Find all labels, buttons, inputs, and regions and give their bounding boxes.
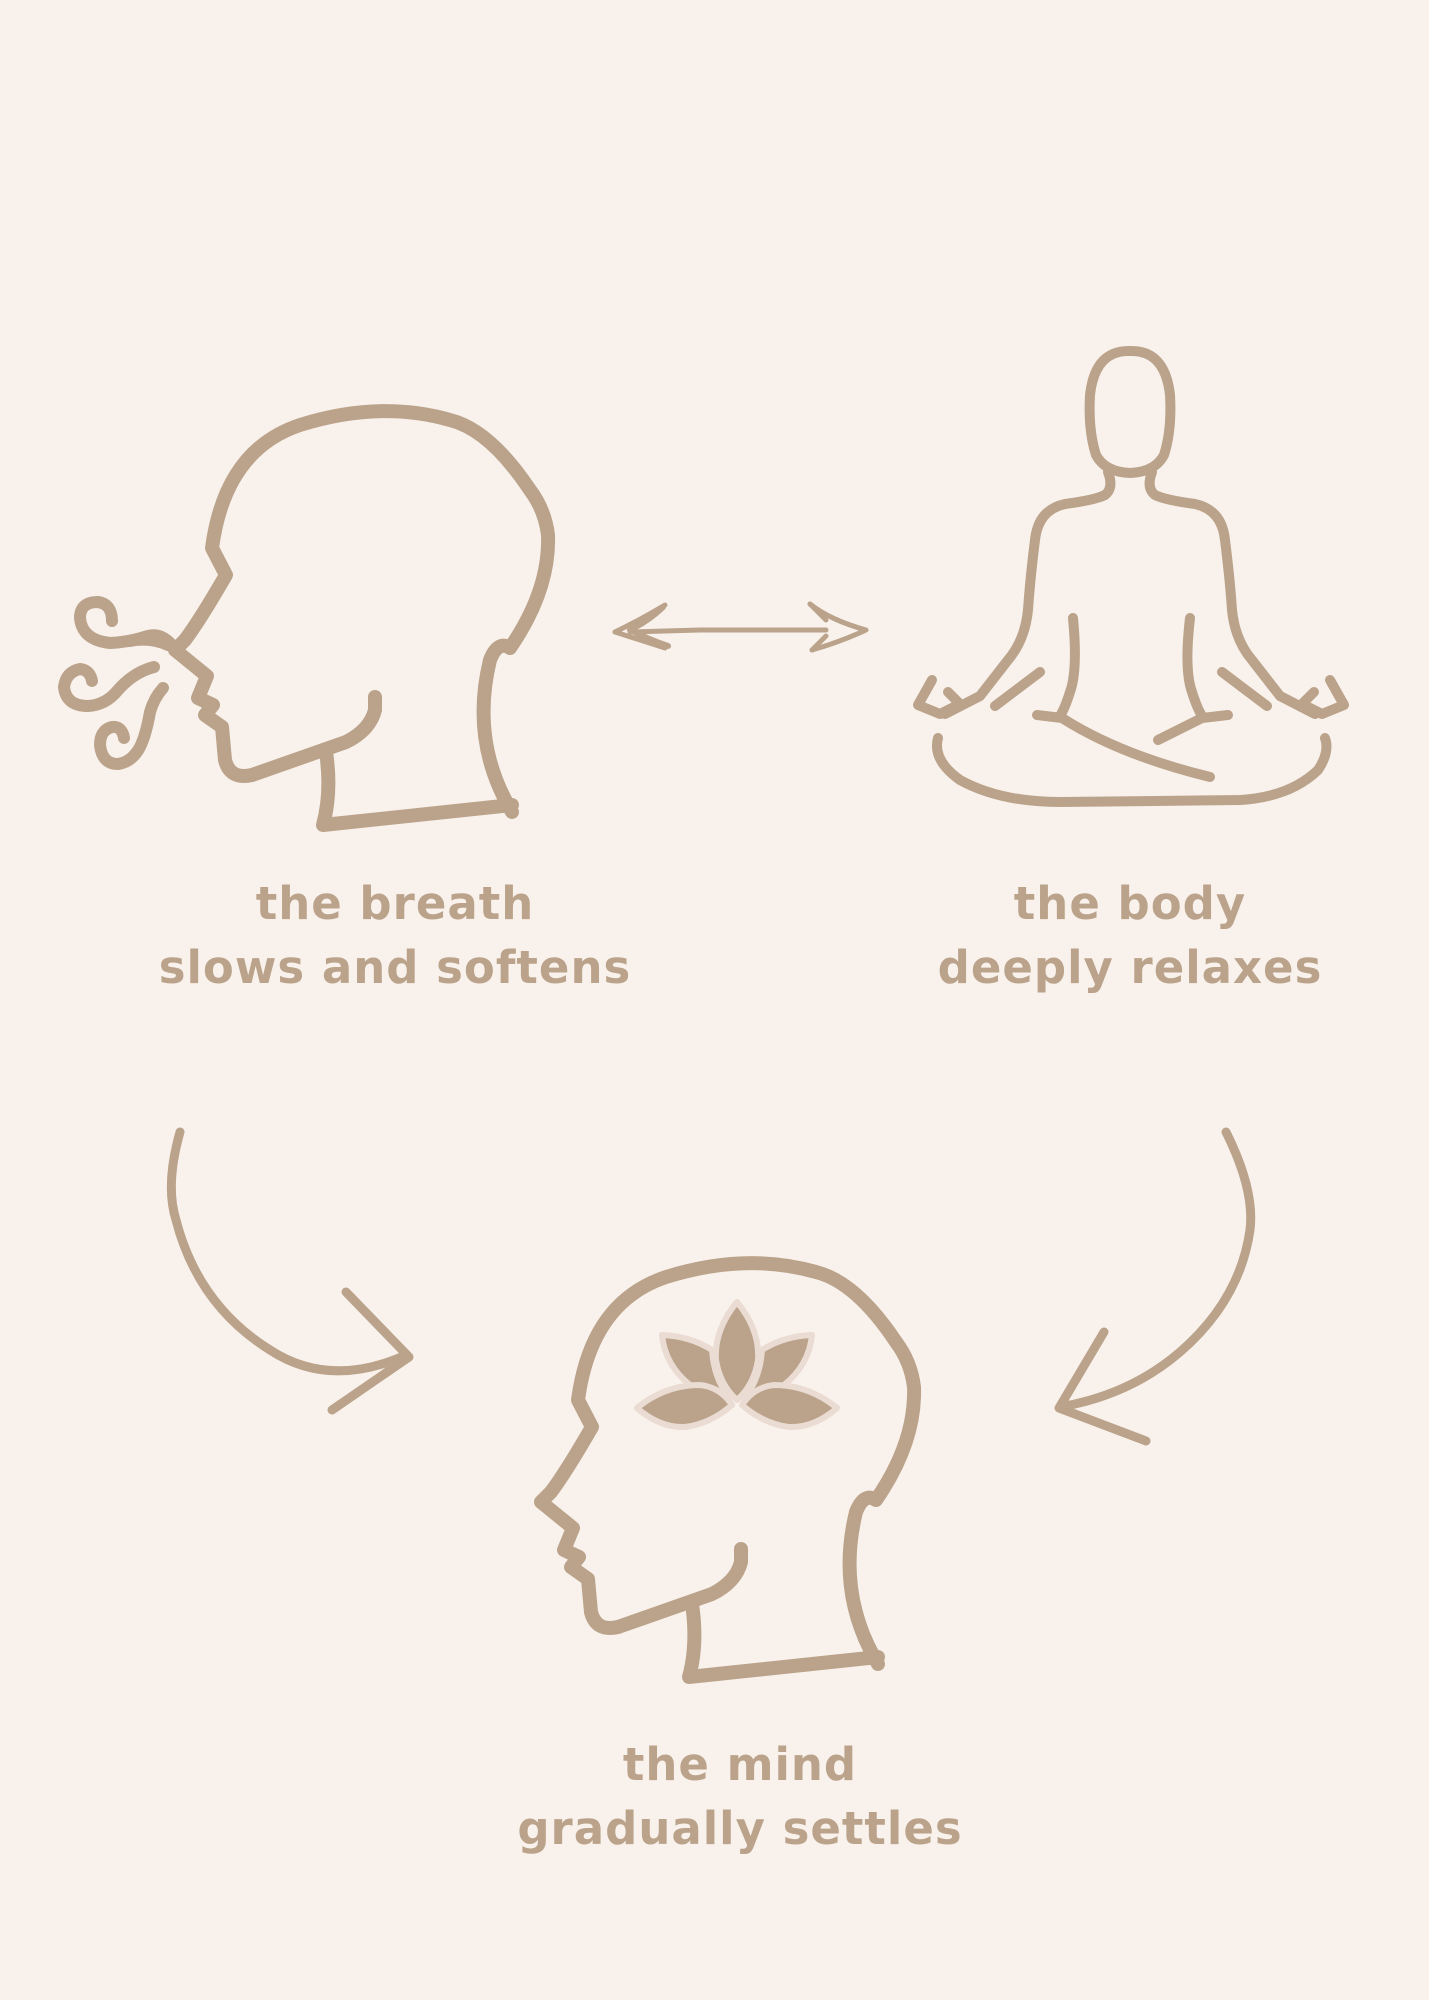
double-headed-arrow — [612, 601, 869, 653]
lotus-icon — [634, 1299, 840, 1431]
breath-caption: the breath slows and softens — [150, 872, 640, 1000]
meditation-pose-icon — [913, 345, 1349, 807]
breath-caption-line1: the breath — [255, 877, 535, 930]
breath-caption-line2: slows and softens — [158, 941, 632, 994]
body-caption: the body deeply relaxes — [900, 872, 1360, 1000]
head-with-lotus-icon — [534, 1256, 922, 1684]
mind-caption-line2: gradually settles — [517, 1802, 963, 1855]
mind-caption-line1: the mind — [622, 1738, 858, 1791]
head-exhaling-icon — [58, 404, 556, 832]
body-caption-line2: deeply relaxes — [937, 941, 1323, 994]
curved-arrow-right — [166, 1127, 414, 1415]
mind-caption: the mind gradually settles — [500, 1733, 980, 1861]
curved-arrow-left — [1054, 1127, 1256, 1446]
body-caption-line1: the body — [1013, 877, 1247, 930]
